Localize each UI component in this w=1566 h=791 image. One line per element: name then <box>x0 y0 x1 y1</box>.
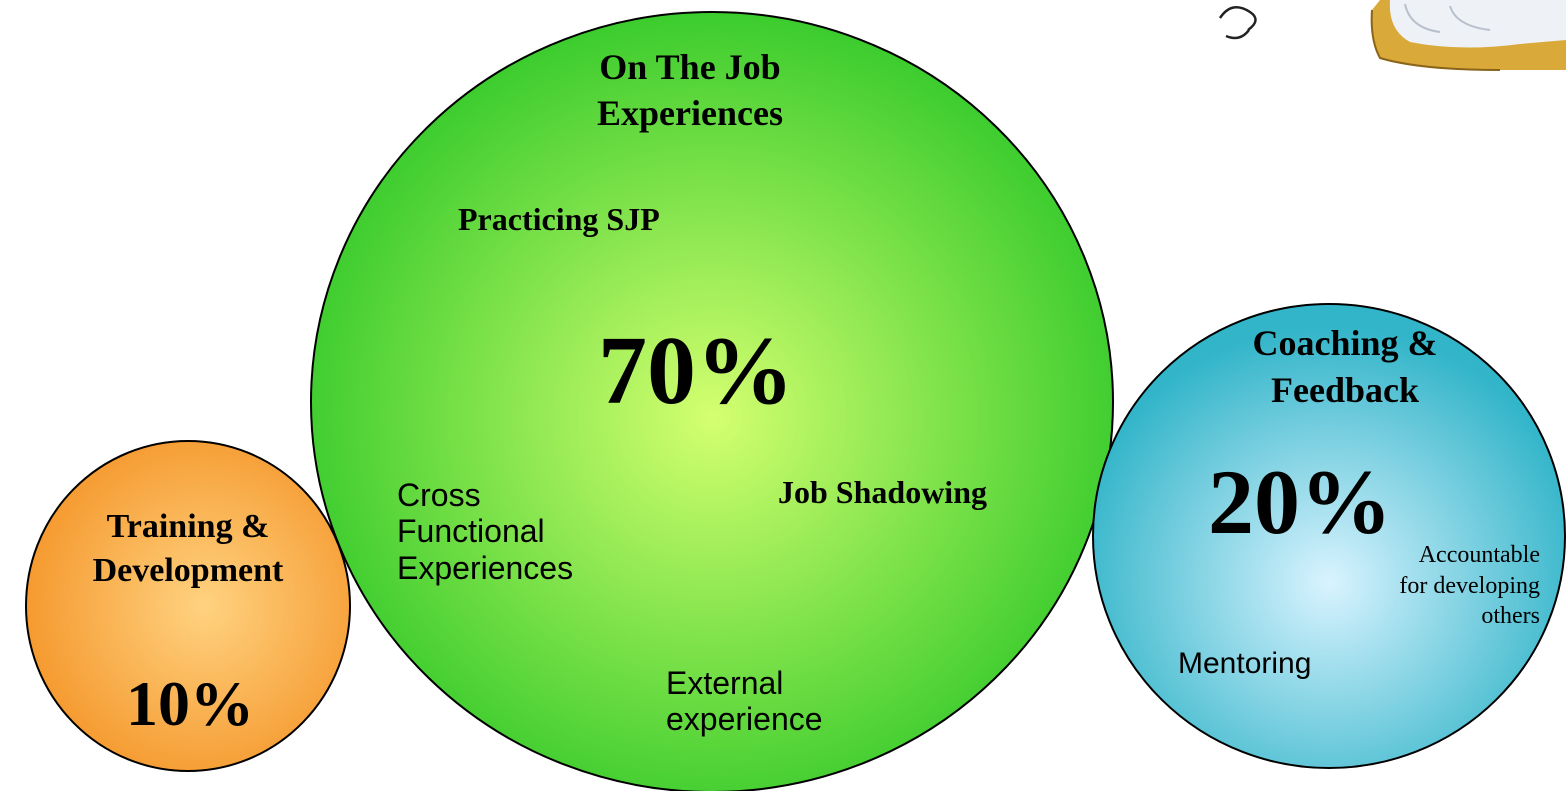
external-experience-line2: experience <box>666 701 823 738</box>
accountable-label: Accountable for developing others <box>1330 540 1540 632</box>
practicing-sjp-label: Practicing SJP <box>458 201 660 237</box>
coaching-feedback-line2: Feedback <box>1271 369 1419 410</box>
seventy-percent-label: 70% <box>598 317 794 425</box>
job-shadowing-label: Job Shadowing <box>778 474 987 510</box>
training-development-line1: Training & <box>106 508 270 545</box>
corner-image-icon <box>1218 0 1566 71</box>
coaching-feedback-circle <box>1092 303 1566 769</box>
ten-percent-label: 10% <box>126 668 254 739</box>
coaching-feedback-line1: Coaching & <box>1252 323 1438 363</box>
on-the-job-heading-line2: Experiences <box>597 92 783 133</box>
training-development-circle <box>25 440 351 772</box>
on-the-job-circle <box>310 11 1114 791</box>
cross-functional-line3: Experiences <box>397 549 574 586</box>
mentoring-label: Mentoring <box>1178 647 1312 680</box>
accountable-line2: for developing <box>1399 572 1540 599</box>
on-the-job-heading: On The Job Experiences <box>540 47 840 133</box>
cross-functional-label: Cross Functional Experiences <box>397 477 573 586</box>
coaching-feedback-heading: Coaching & Feedback <box>1195 320 1495 414</box>
twenty-percent-label: 20% <box>1208 451 1392 553</box>
cross-functional-line2: Functional <box>397 513 545 550</box>
on-the-job-heading-line1: On The Job <box>599 47 781 87</box>
external-experience-line1: External <box>666 665 784 701</box>
cross-functional-line1: Cross <box>397 477 481 513</box>
accountable-line1: Accountable <box>1418 542 1540 568</box>
training-development-heading: Training & Development <box>48 505 328 592</box>
accountable-line3: others <box>1481 603 1540 630</box>
external-experience-label: External experience <box>666 665 823 738</box>
training-development-line2: Development <box>92 551 284 589</box>
